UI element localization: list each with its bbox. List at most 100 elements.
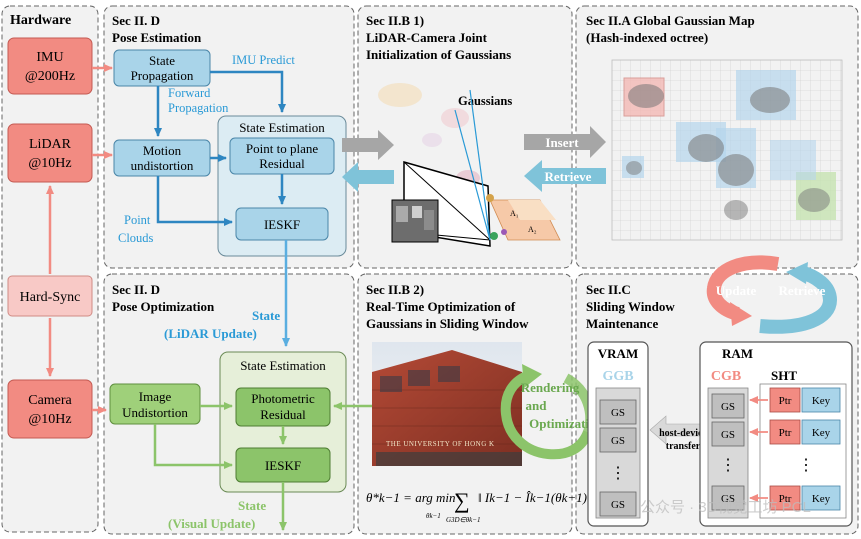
state-visual-update-label-1: State: [238, 498, 266, 513]
sliding-window-title-2: Maintenance: [586, 316, 658, 331]
rendering-label-2: and: [526, 398, 548, 413]
update-circle-arrow: [706, 255, 780, 321]
rendering-loop-head: [522, 364, 542, 388]
camera-frustum: A₁ A₂: [391, 89, 561, 247]
retrieve-label: Retrieve: [545, 169, 592, 184]
imu-box: [7, 37, 93, 95]
state-estimation-title: State Estimation: [239, 120, 325, 135]
point-to-plane-label-1: Point to plane: [246, 141, 318, 156]
equation-argmin-sub: θk−1: [426, 512, 441, 520]
sht-key-2-label: Key: [812, 427, 831, 439]
watermark: 公众号 · 3D视觉工坊 PCL: [640, 499, 811, 516]
image-to-ieskf-arrow: [153, 424, 233, 469]
vram-label: VRAM: [598, 346, 638, 361]
pose-estimation-title: Pose Estimation: [112, 30, 202, 45]
ieskf-box-top: [235, 207, 329, 241]
sht-key-1-label: Key: [812, 395, 831, 407]
insert-arrow: [524, 126, 606, 158]
host-device-label-1: host-device: [659, 428, 707, 439]
vram-gs-2-label: GS: [611, 435, 625, 447]
camera-box: [7, 379, 93, 439]
ram-gs-2-label: GS: [721, 429, 735, 441]
update-arrow-head: [730, 302, 752, 326]
sliding-window-sec: Sec II.C: [586, 282, 631, 297]
state-lidar-update-label-2: (LiDAR Update): [164, 326, 257, 341]
imu-rate: @200Hz: [25, 69, 75, 84]
sht-label: SHT: [771, 368, 797, 383]
ieskf-label-bottom: IESKF: [265, 458, 301, 473]
joint-init-title-1: LiDAR-Camera Joint: [366, 30, 488, 45]
realtime-sec: Sec II.B 2): [366, 282, 424, 297]
state-visual-update-label-2: (Visual Update): [168, 516, 255, 531]
update-retrieve-label: Retrieve: [779, 283, 826, 298]
update-label: Update: [716, 283, 757, 298]
ram-gs-3-label: GS: [721, 493, 735, 505]
sht-dots: ⋮: [798, 457, 814, 474]
pose-estimation-sec: Sec II. D: [112, 13, 160, 28]
host-device-label-2: transfer: [666, 441, 701, 452]
rendering-optimization-loop: [500, 369, 593, 460]
imu-predict-label: IMU Predict: [232, 53, 295, 67]
realtime-title-1: Real-Time Optimization of: [366, 299, 516, 314]
octree-map: [611, 59, 843, 241]
realtime-title-2: Gaussians in Sliding Window: [366, 316, 529, 331]
equation-sum: ∑: [454, 488, 470, 513]
state-estimation-title-bottom: State Estimation: [240, 358, 326, 373]
cgb-label: CGB: [711, 369, 741, 384]
ram-dots: ⋮: [720, 457, 736, 474]
forward-propagation-label-2: Propagation: [168, 101, 229, 115]
motion-undistortion-label-2: undistortion: [131, 158, 194, 173]
vram-dots: ⋮: [610, 465, 626, 482]
sht-ptr-1-label: Ptr: [779, 395, 792, 407]
rendering-label-3: Optimization: [529, 416, 603, 431]
equation-body: ‖ Ik−1 − Îk−1(θk−1) ‖: [478, 490, 594, 505]
ram-gs-1: [711, 393, 745, 419]
image-undistortion-label-2: Undistortion: [122, 405, 188, 420]
point-clouds-label-2: Clouds: [118, 231, 154, 245]
retrieve-arrow-lidar: [342, 162, 394, 192]
svg-text:A₁: A₁: [510, 209, 519, 218]
sht-ptr-1: [769, 387, 801, 413]
university-photo-text: THE UNIVERSITY OF HONG K: [386, 440, 495, 448]
rendering-label-1: Rendering: [521, 380, 580, 395]
imu-label: IMU: [36, 50, 63, 65]
insert-arrow-lidar: [342, 130, 394, 160]
joint-init-sec: Sec II.B 1): [366, 13, 424, 28]
sht-ptr-2: [769, 419, 801, 445]
camera-rate: @10Hz: [28, 412, 71, 427]
vram-gs-1: [599, 399, 637, 425]
university-photo: [372, 342, 522, 466]
vram-gs-2: [599, 427, 637, 453]
hardsync-label: Hard-Sync: [20, 290, 81, 305]
insert-label: Insert: [545, 135, 579, 150]
pose-opt-sec: Sec II. D: [112, 282, 160, 297]
point-clouds-arrow: [156, 176, 233, 226]
lidar-label: LiDAR: [29, 137, 72, 152]
forward-propagation-label-1: Forward: [168, 86, 211, 100]
vram-gs-1-label: GS: [611, 407, 625, 419]
state-propagation-box: [113, 49, 211, 87]
equation-lhs: θ*k−1 = arg min: [366, 490, 456, 505]
retrieve-circle-arrow: [759, 265, 838, 334]
vram-gs-3: [599, 491, 637, 517]
image-undistortion-label-1: Image: [139, 389, 172, 404]
ggb-label: GGB: [602, 369, 633, 384]
equation-sum-sub: G3D∈θk−1: [446, 516, 480, 524]
ieskf-label-top: IESKF: [264, 217, 300, 232]
sliding-window-title-1: Sliding Window: [586, 299, 675, 314]
ram-gs-1-label: GS: [721, 401, 735, 413]
photometric-label-2: Residual: [260, 407, 306, 422]
sht-ptr-3: [769, 485, 801, 511]
state-propagation-label-1: State: [149, 53, 175, 68]
joint-init-title-2: Initialization of Gaussians: [366, 47, 511, 62]
vram-gs-3-label: GS: [611, 499, 625, 511]
global-map-subtitle: (Hash-indexed octree): [586, 30, 708, 45]
point-to-plane-label-2: Residual: [259, 156, 305, 171]
state-propagation-label-2: Propagation: [131, 68, 194, 83]
sht-key-3-label: Key: [812, 493, 831, 505]
photometric-label-1: Photometric: [251, 391, 315, 406]
lidar-box: [7, 123, 93, 183]
global-map-title: Sec II.A Global Gaussian Map: [586, 13, 755, 28]
sht-ptr-2-label: Ptr: [779, 427, 792, 439]
gaussians-label: Gaussians: [458, 94, 512, 108]
